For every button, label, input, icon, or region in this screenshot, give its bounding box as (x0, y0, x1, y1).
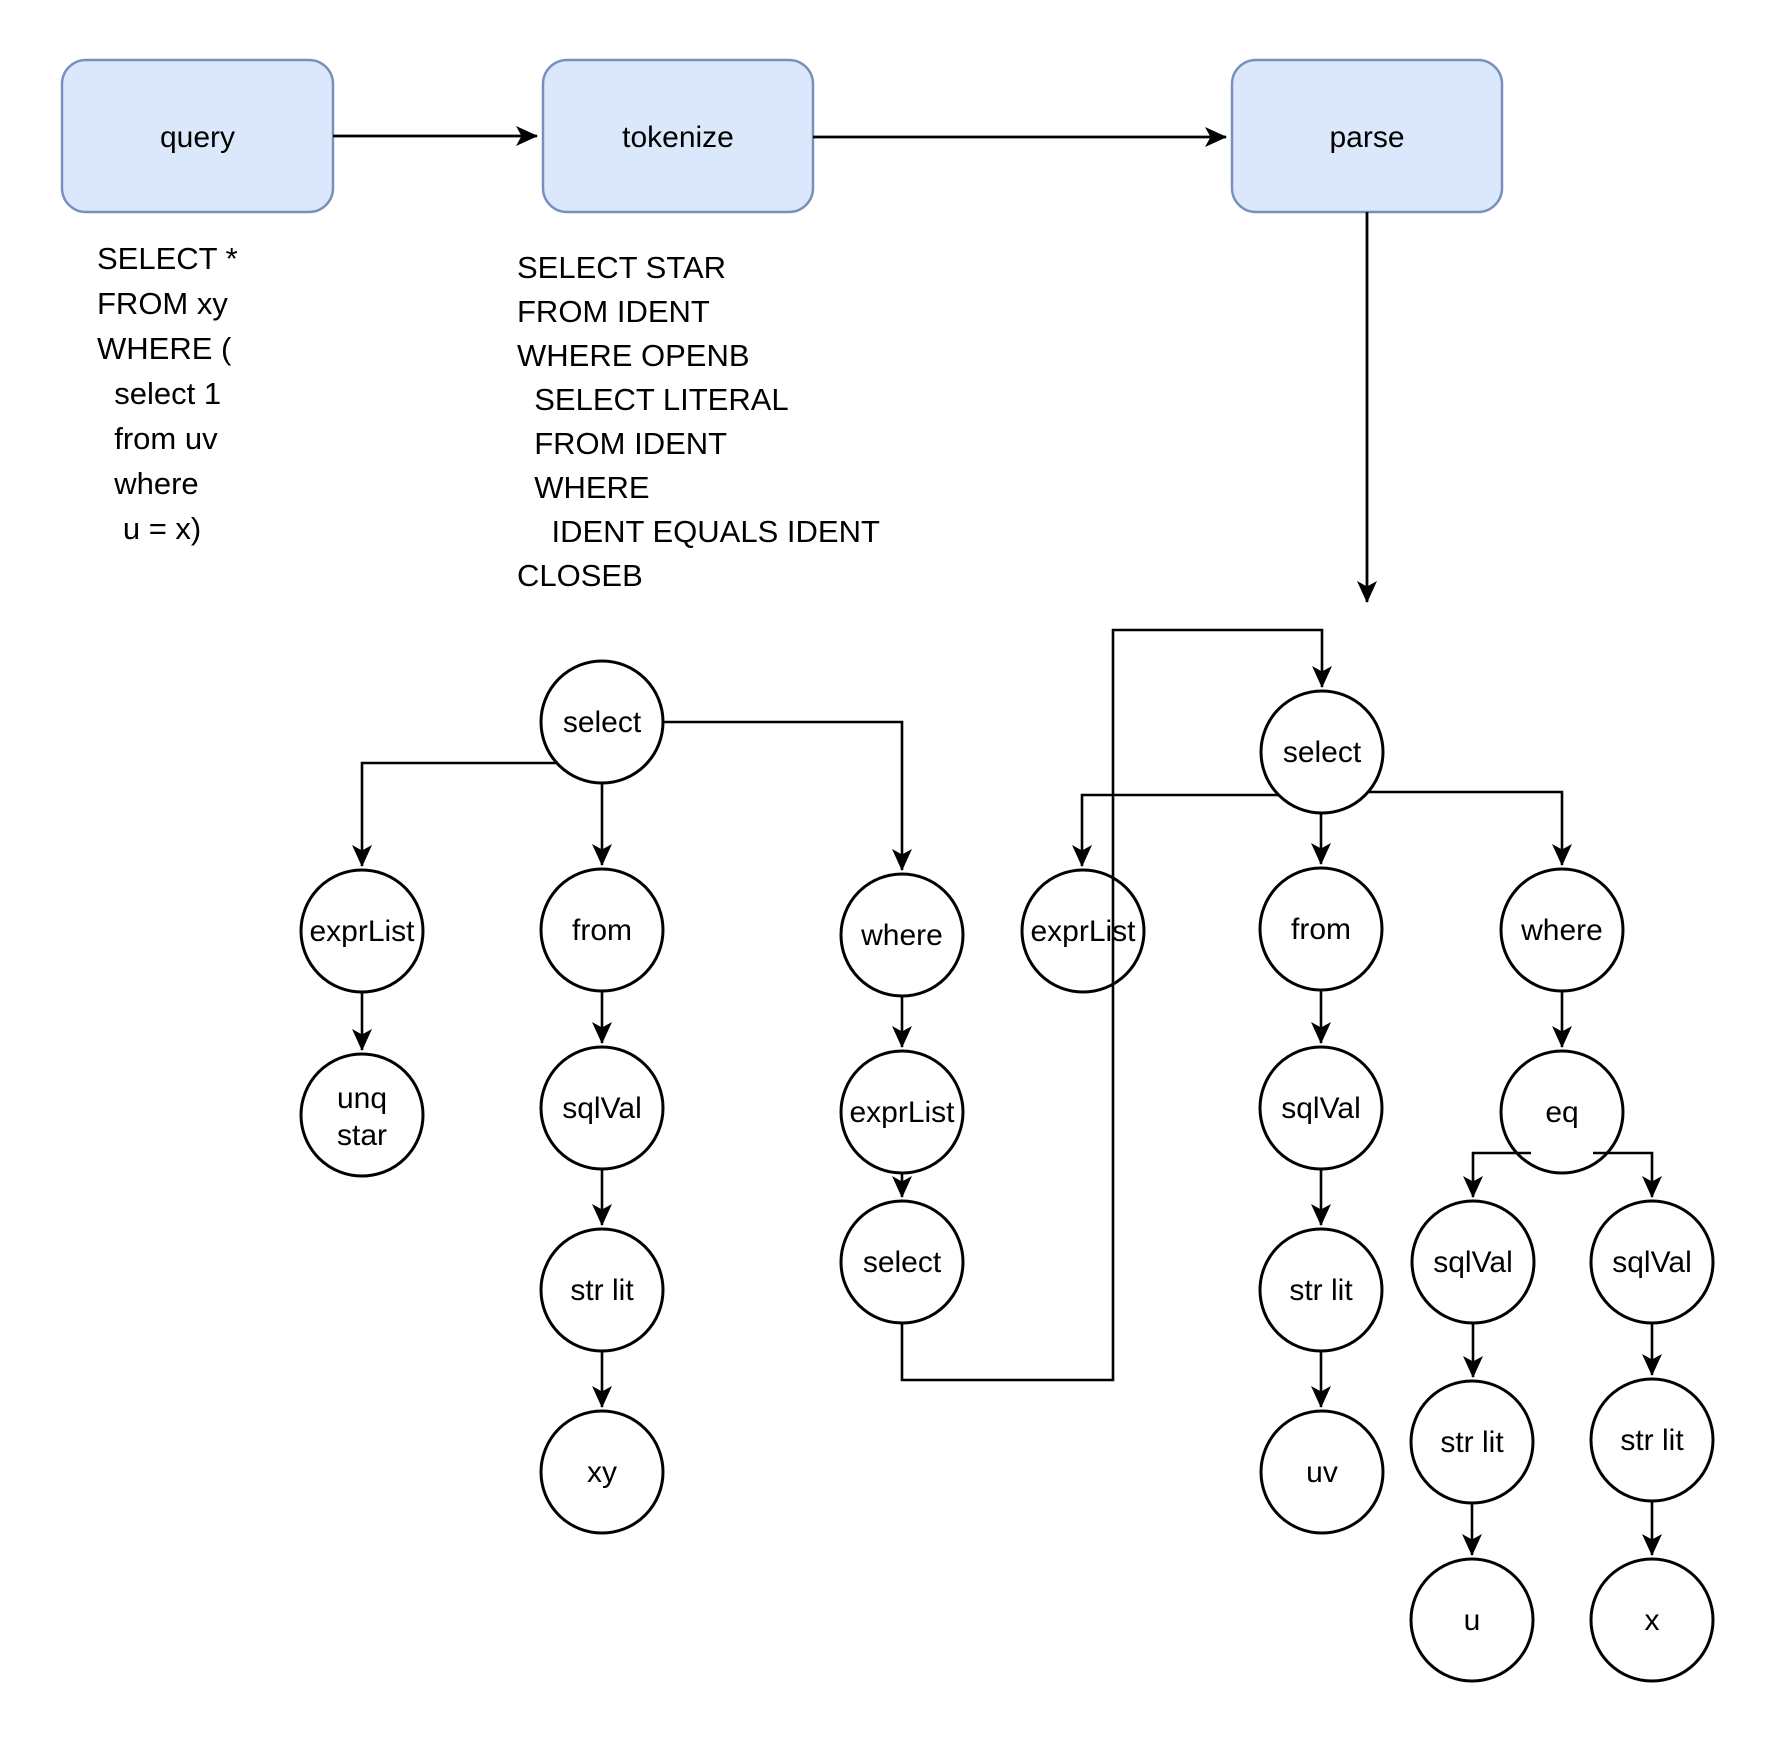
tree-node-l-select: select (539, 659, 665, 785)
tree-node-r-exprlist: exprList (1020, 868, 1146, 994)
tree-node-circle-r-uv (1259, 1409, 1385, 1535)
tree-node-r-uv: uv (1259, 1409, 1385, 1535)
tree-edge-r-select-to-where (1368, 790, 1572, 866)
tree-edge-l-select-to-where (663, 720, 912, 871)
pipeline-box-label-parse: parse (1329, 121, 1404, 154)
tree-node-label-r-from: from (1291, 913, 1351, 946)
tree-node-circle-l-xy (539, 1409, 665, 1535)
tree-node-l-select-2: select (839, 1199, 965, 1325)
tree-node-r-sqlval-u: sqlVal (1410, 1199, 1536, 1325)
tree-node-label-r-sqlval: sqlVal (1281, 1092, 1360, 1125)
tree-node-label-r-str-lit-x: str lit (1620, 1424, 1684, 1457)
pipeline-box-label-query: query (160, 121, 235, 154)
tree-node-label-l-select-2: select (863, 1246, 942, 1279)
pipeline-box-label-tokenize: tokenize (622, 121, 734, 154)
tree-edge-r-select-to-exprlist (1072, 793, 1279, 867)
tree-edge-l-select-to-exprlist (352, 761, 557, 867)
token-stream-text: SELECT STAR FROM IDENT WHERE OPENB SELEC… (517, 250, 880, 593)
tree-node-circle-l-unq-star (299, 1052, 425, 1178)
tree-edge-r-eq-to-sqlval-u (1463, 1151, 1531, 1198)
tree-node-r-x: x (1589, 1557, 1715, 1683)
tree-node-l-sqlval: sqlVal (539, 1045, 665, 1171)
query-sql-text: SELECT * FROM xy WHERE ( select 1 from u… (97, 241, 238, 546)
tree-edge-r-eq-to-sqlval-x (1593, 1151, 1662, 1198)
tree-node-l-exprlist: exprList (299, 868, 425, 994)
tree-node-label-r-select: select (1283, 736, 1362, 769)
tree-node-label-r-sqlval-x: sqlVal (1612, 1246, 1691, 1279)
tree-node-l-from: from (539, 867, 665, 993)
tree-node-label-r-exprlist: exprList (1030, 915, 1136, 948)
tree-node-label-l-str-lit: str lit (570, 1274, 634, 1307)
tree-node-circle-r-eq (1499, 1049, 1625, 1175)
tree-node-r-u: u (1409, 1557, 1535, 1683)
tree-node-label-l-select: select (563, 706, 642, 739)
pipeline-box-tokenize: tokenize (541, 58, 815, 214)
tree-node-label-r-uv: uv (1306, 1456, 1338, 1489)
tree-node-label-r-eq: eq (1545, 1096, 1578, 1129)
tree-node-circle-r-u (1409, 1557, 1535, 1683)
tree-node-label-l-sqlval: sqlVal (562, 1092, 641, 1125)
tree-node-r-str-lit-x: str lit (1589, 1377, 1715, 1503)
tree-node-r-select: select (1259, 689, 1385, 815)
tree-node-l-exprlist-2: exprList (839, 1049, 965, 1175)
tree-node-l-xy: xy (539, 1409, 665, 1535)
pipeline-box-parse: parse (1230, 58, 1504, 214)
tree-node-label-r-str-lit: str lit (1289, 1274, 1353, 1307)
tree-node-label-r-sqlval-u: sqlVal (1433, 1246, 1512, 1279)
pipeline-box-query: query (60, 58, 335, 214)
tree-node-label-l-exprlist: exprList (309, 915, 415, 948)
tree-node-r-str-lit: str lit (1258, 1227, 1384, 1353)
tree-node-r-sqlval-x: sqlVal (1589, 1199, 1715, 1325)
tree-node-label-r-x: x (1645, 1604, 1660, 1637)
tree-node-l-str-lit: str lit (539, 1227, 665, 1353)
tree-node-r-where: where (1499, 867, 1625, 993)
tree-node-circle-r-x (1589, 1557, 1715, 1683)
tree-node-label-l-from: from (572, 914, 632, 947)
tree-node-l-where: where (839, 872, 965, 998)
tree-node-r-eq: eq (1499, 1049, 1625, 1175)
tree-edge-nested-select-loop-to-r-select (900, 628, 1332, 1382)
tree-node-label-l-where: where (860, 919, 943, 952)
tree-node-r-from: from (1258, 866, 1384, 992)
tree-node-label-r-where: where (1520, 914, 1603, 947)
tree-node-label-r-str-lit-u: str lit (1440, 1426, 1504, 1459)
tree-node-label-l-xy: xy (587, 1456, 617, 1489)
tree-node-r-str-lit-u: str lit (1409, 1379, 1535, 1505)
tree-node-label-l-exprlist-2: exprList (849, 1096, 955, 1129)
tree-node-label-r-u: u (1464, 1604, 1481, 1637)
tree-node-r-sqlval: sqlVal (1258, 1045, 1384, 1171)
